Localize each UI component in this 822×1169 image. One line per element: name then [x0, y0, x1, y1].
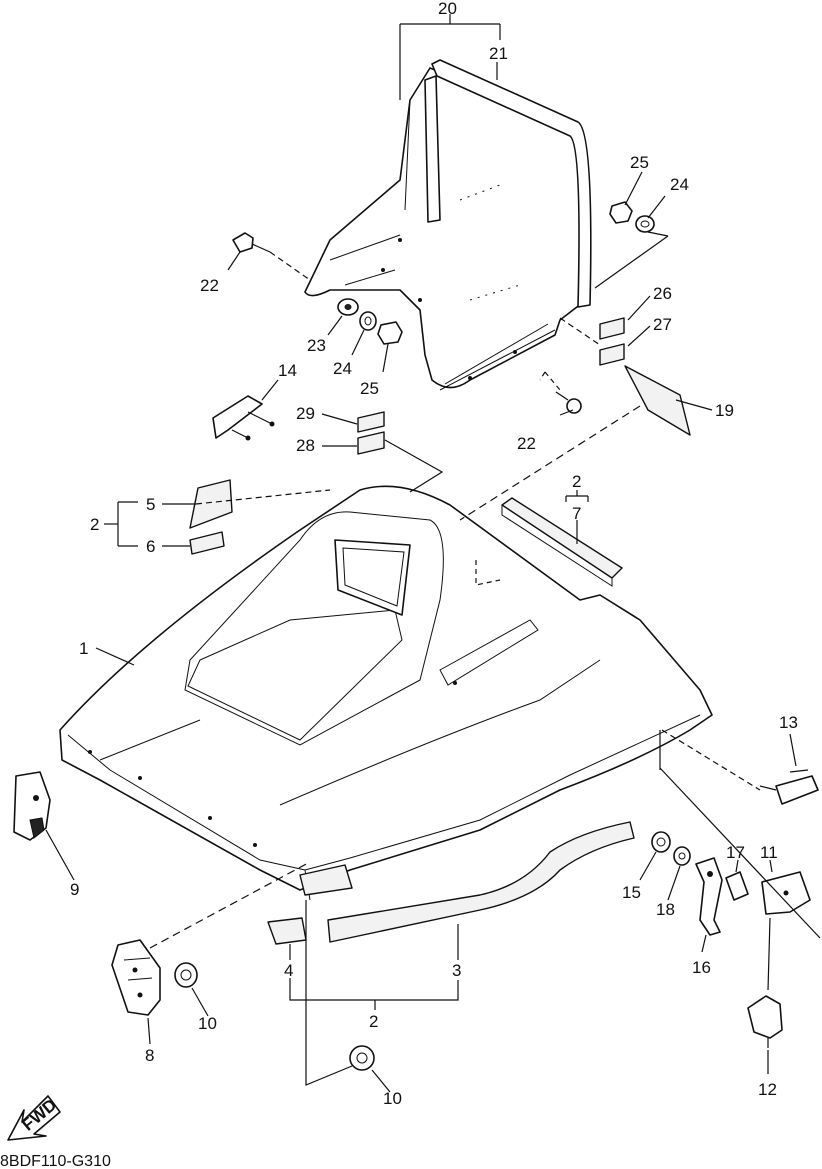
collar-17[interactable] — [725, 871, 749, 901]
callout-14: 14 — [278, 361, 297, 380]
leader-lines — [45, 14, 821, 1093]
callout-13: 13 — [779, 713, 798, 732]
callout-2-bottom: 2 — [369, 1012, 378, 1031]
callout-16: 16 — [692, 958, 711, 977]
callout-26: 26 — [653, 284, 672, 303]
callout-24-right: 24 — [670, 175, 689, 194]
washer-23[interactable] — [337, 298, 359, 316]
rubber-seal-3[interactable] — [327, 821, 635, 943]
bracket-14[interactable] — [212, 395, 275, 441]
fwd-arrow-icon: FWD — [7, 1095, 61, 1141]
washer-18[interactable] — [673, 846, 691, 866]
damper-10-left[interactable] — [174, 962, 198, 988]
pad-5[interactable] — [189, 479, 233, 529]
callout-21: 21 — [489, 44, 508, 63]
callout-8: 8 — [145, 1046, 154, 1065]
callout-27: 27 — [653, 315, 672, 334]
callout-6: 6 — [146, 537, 155, 556]
callout-10-left: 10 — [198, 1014, 217, 1033]
callout-19: 19 — [715, 401, 734, 420]
nut-25-left[interactable] — [377, 321, 403, 345]
callout-9: 9 — [70, 880, 79, 899]
lever-16[interactable] — [695, 857, 723, 936]
buffer-13[interactable] — [759, 769, 819, 805]
tape-26[interactable] — [599, 317, 625, 340]
callout-15: 15 — [622, 883, 641, 902]
plate-19[interactable] — [624, 365, 691, 436]
callout-23: 23 — [307, 336, 326, 355]
knob-12[interactable] — [747, 995, 783, 1048]
callout-11: 11 — [760, 843, 778, 862]
nut-25-right[interactable] — [609, 201, 633, 224]
callout-22-lower: 22 — [517, 434, 536, 453]
pad-4[interactable] — [267, 917, 307, 945]
tape-29[interactable] — [357, 411, 385, 433]
tape-27[interactable] — [599, 343, 625, 366]
tape-28[interactable] — [357, 431, 385, 455]
grommet-24-right[interactable] — [635, 215, 655, 233]
damper-10-bottom[interactable] — [349, 1045, 375, 1071]
bushing-15[interactable] — [651, 831, 671, 853]
callout-24-left: 24 — [333, 359, 352, 378]
callout-5: 5 — [146, 495, 155, 514]
callout-17: 17 — [726, 843, 745, 862]
drawing-code: 8BDF110-G310 — [0, 1153, 111, 1169]
callout-7: 7 — [572, 504, 581, 523]
callout-20: 20 — [438, 0, 457, 18]
callout-4: 4 — [284, 961, 293, 980]
callout-10-bottom: 10 — [383, 1089, 402, 1108]
strip-7[interactable] — [501, 497, 623, 587]
latch-plate-9[interactable] — [13, 771, 51, 841]
callout-29: 29 — [296, 404, 315, 423]
callout-1: 1 — [79, 639, 88, 658]
callout-25-left: 25 — [360, 379, 379, 398]
callout-3: 3 — [452, 961, 461, 980]
callout-2-left: 2 — [90, 515, 99, 534]
callout-labels: 20 21 25 24 22 26 27 23 24 25 14 19 29 2… — [70, 0, 798, 1108]
bolt-22-upper[interactable] — [232, 232, 271, 253]
latch-hook-8[interactable] — [111, 939, 161, 1016]
callout-28: 28 — [296, 436, 315, 455]
callout-12: 12 — [758, 1080, 777, 1099]
pad-6[interactable] — [189, 531, 225, 555]
callout-18: 18 — [656, 900, 675, 919]
callout-22-upper: 22 — [200, 276, 219, 295]
windshield-trim-seal[interactable] — [424, 59, 592, 308]
callout-25-right: 25 — [630, 153, 649, 172]
bolt-22-lower[interactable] — [555, 391, 582, 414]
callout-2-top-right: 2 — [572, 472, 581, 491]
grommet-24-left[interactable] — [359, 311, 377, 331]
catch-11[interactable] — [761, 871, 811, 915]
hood[interactable] — [59, 485, 713, 901]
